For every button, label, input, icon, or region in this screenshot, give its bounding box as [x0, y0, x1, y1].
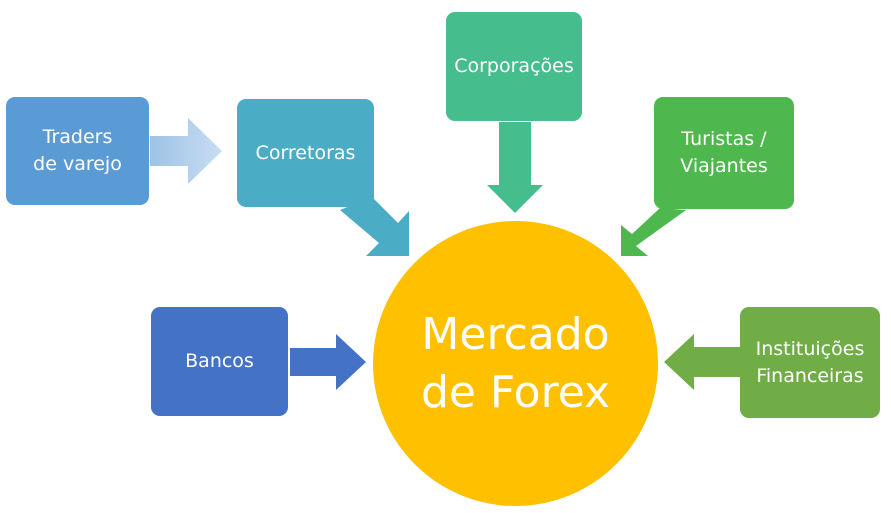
- node-financial-institutions: Instituições Financeiras: [740, 307, 880, 418]
- node-tourists-label: Turistas / Viajantes: [680, 128, 768, 177]
- node-brokers-label: Corretoras: [255, 141, 356, 164]
- node-corporations: Corporações: [446, 12, 582, 121]
- node-corporations-label: Corporações: [454, 55, 574, 77]
- arrow-brokers-to-market: [340, 197, 409, 256]
- arrow-retail-to-brokers: [150, 118, 222, 184]
- node-brokers: Corretoras: [237, 99, 374, 207]
- node-banks: Bancos: [151, 307, 288, 416]
- node-banks-label: Bancos: [185, 350, 254, 372]
- arrow-banks-to-market: [290, 334, 366, 390]
- node-retail-traders-label: Traders de varejo: [33, 126, 122, 175]
- arrow-institutions-to-market: [664, 334, 740, 390]
- arrow-corporations-to-market: [487, 122, 543, 213]
- arrow-tourists-to-market: [621, 208, 686, 256]
- node-financial-institutions-label: Instituições Financeiras: [755, 337, 865, 387]
- forex-market-label: Mercado de Forex: [420, 308, 611, 418]
- node-retail-traders: Traders de varejo: [6, 97, 149, 205]
- node-tourists: Turistas / Viajantes: [654, 97, 794, 209]
- forex-market-hub: Mercado de Forex: [373, 221, 658, 506]
